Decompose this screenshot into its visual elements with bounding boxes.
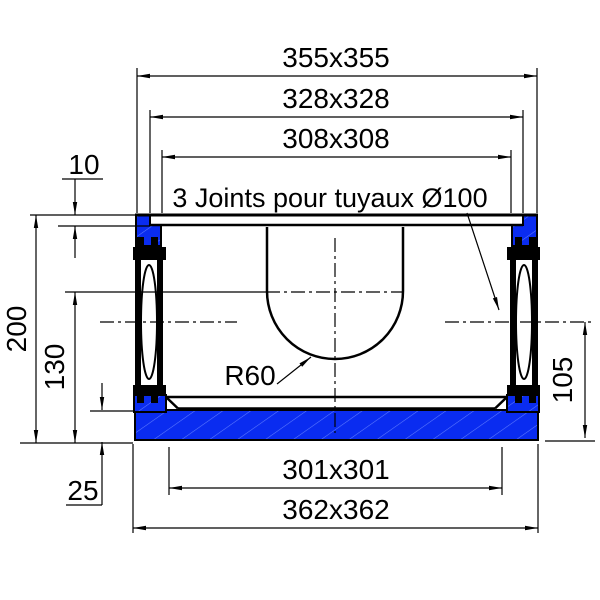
dimension-105: 105 (547, 322, 588, 438)
dimension-10: 10 (62, 149, 103, 258)
joints-leader-line (466, 212, 500, 311)
dim-label-200: 200 (1, 306, 32, 353)
joints-annotation: 3 Joints pour tuyaux Ø100 (172, 183, 500, 311)
dimension-301: 301x301 (169, 454, 502, 491)
left-wall (133, 214, 167, 413)
right-gasket-bottom-band (507, 385, 540, 395)
dim-label-308: 308x308 (282, 123, 389, 154)
right-wall (506, 214, 540, 413)
bottom-slab (134, 409, 539, 441)
dim-label-10: 10 (68, 149, 99, 180)
dimension-362: 362x362 (133, 494, 538, 531)
dimension-328: 328x328 (150, 83, 523, 120)
left-gasket-top-band (133, 247, 166, 260)
dimension-355: 355x355 (137, 42, 537, 79)
dimension-25: 25 (66, 383, 105, 506)
radius-label-r60: R60 (224, 360, 275, 391)
radius-annotation: R60 (224, 356, 312, 391)
interior-edges (135, 213, 538, 410)
left-gasket-bottom-band (133, 385, 166, 395)
right-socket-outer-leg (532, 260, 538, 385)
dim-label-25: 25 (67, 475, 98, 506)
dimension-200: 200 (1, 215, 39, 443)
right-gasket-top-band (507, 247, 540, 260)
dim-label-105: 105 (547, 357, 578, 404)
dim-label-130: 130 (39, 344, 70, 391)
dimension-308: 308x308 (162, 123, 511, 160)
radius-leader-line (276, 356, 312, 385)
dim-label-301: 301x301 (282, 454, 389, 485)
dim-label-362: 362x362 (282, 494, 389, 525)
dim-label-328: 328x328 (282, 83, 389, 114)
center-lines (100, 238, 592, 433)
joints-note-text: 3 Joints pour tuyaux Ø100 (172, 183, 487, 213)
dimension-130: 130 (39, 292, 78, 443)
dim-label-355: 355x355 (282, 42, 389, 73)
